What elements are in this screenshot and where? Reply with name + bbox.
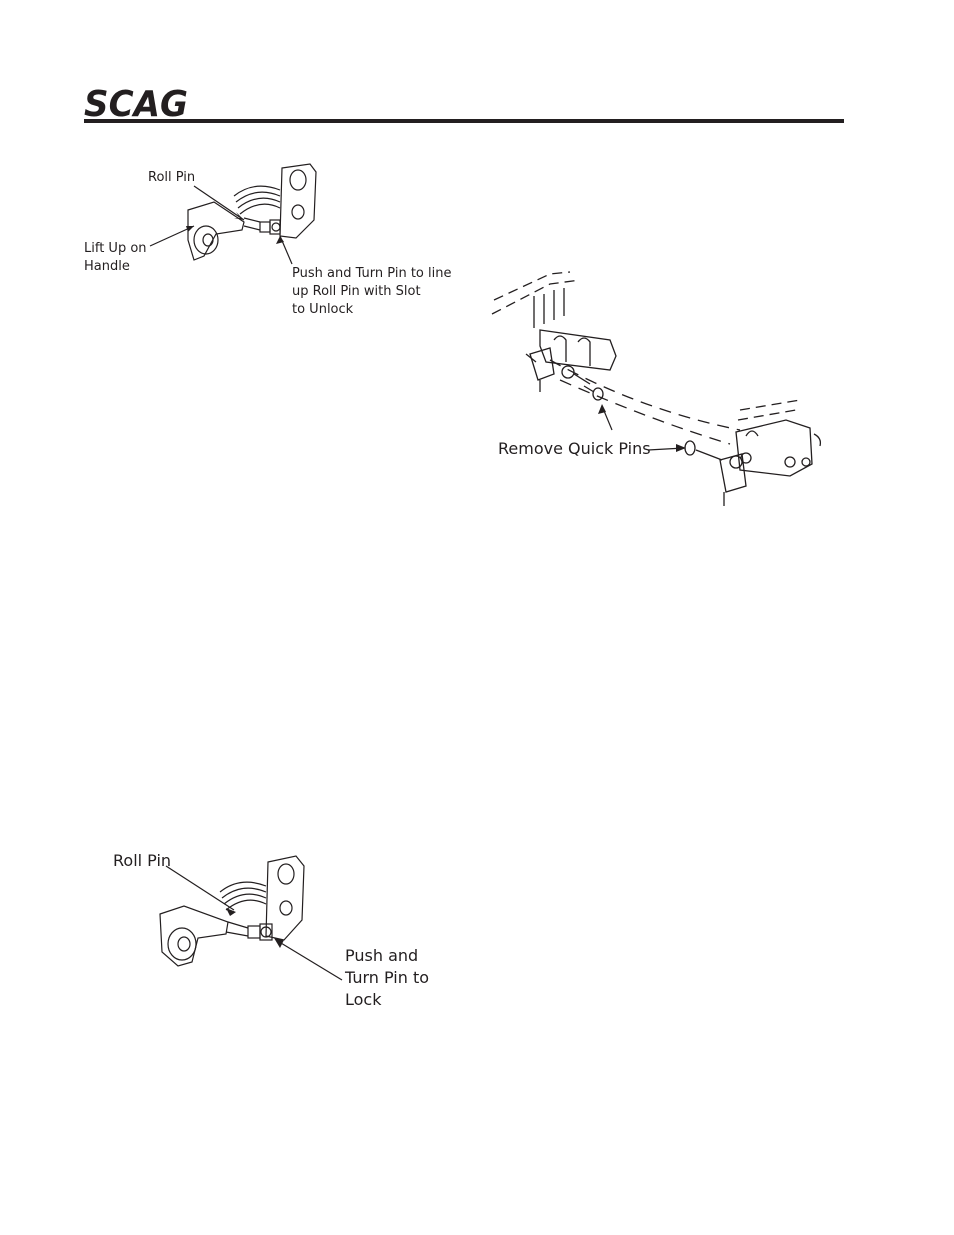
push-turn-lock-line3: Lock <box>345 990 382 1009</box>
push-turn-unlock-line2: up Roll Pin with Slot <box>292 284 421 299</box>
push-turn-unlock-line3: to Unlock <box>292 302 354 317</box>
remove-quick-pins-label: Remove Quick Pins <box>498 439 651 458</box>
roll-pin-label: Roll Pin <box>148 170 196 185</box>
push-turn-unlock-line1: Push and Turn Pin to line <box>292 266 452 281</box>
header-rule <box>84 119 844 123</box>
figure-lock: Roll Pin Push and Turn Pin to Lock <box>110 848 450 1018</box>
scag-logo: SCAG <box>84 86 188 120</box>
lift-up-label-line1: Lift Up on <box>84 241 147 256</box>
latch-unlock-illustration <box>149 163 317 265</box>
deck-quick-pins-illustration <box>491 271 822 506</box>
push-turn-lock-line2: Turn Pin to <box>345 968 430 987</box>
lift-up-label-line2: Handle <box>84 259 130 274</box>
figure-unlock: Roll Pin Lift Up on Handle Push and Turn… <box>84 160 464 330</box>
svg-text:SCAG: SCAG <box>84 86 188 120</box>
latch-lock-illustration <box>159 855 343 981</box>
figure-quick-pins: Remove Quick Pins <box>490 270 830 510</box>
roll-pin-lock-label: Roll Pin <box>113 851 172 870</box>
push-turn-lock-line1: Push and <box>345 946 419 965</box>
